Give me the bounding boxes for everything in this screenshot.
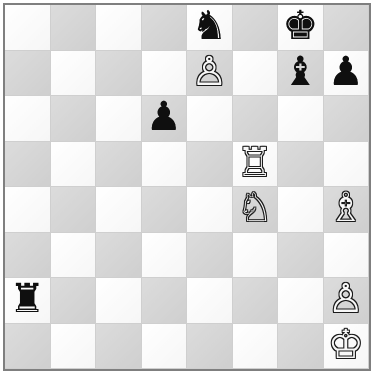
- square-f1[interactable]: [233, 324, 279, 370]
- square-b1[interactable]: [51, 324, 97, 370]
- square-b2[interactable]: [51, 278, 97, 324]
- square-c6[interactable]: [96, 96, 142, 142]
- square-h6[interactable]: [324, 96, 370, 142]
- square-f8[interactable]: [233, 5, 279, 51]
- square-b7[interactable]: [51, 51, 97, 97]
- square-a3[interactable]: [5, 233, 51, 279]
- square-g7[interactable]: ♝: [278, 51, 324, 97]
- square-e6[interactable]: [187, 96, 233, 142]
- square-g4[interactable]: [278, 187, 324, 233]
- square-f7[interactable]: [233, 51, 279, 97]
- square-f2[interactable]: [233, 278, 279, 324]
- black-king-icon[interactable]: ♚: [282, 6, 318, 46]
- square-b4[interactable]: [51, 187, 97, 233]
- square-g5[interactable]: [278, 142, 324, 188]
- square-d1[interactable]: [142, 324, 188, 370]
- square-a2[interactable]: ♜: [5, 278, 51, 324]
- square-h2[interactable]: ♙: [324, 278, 370, 324]
- square-a1[interactable]: [5, 324, 51, 370]
- square-c7[interactable]: [96, 51, 142, 97]
- square-b5[interactable]: [51, 142, 97, 188]
- square-e4[interactable]: [187, 187, 233, 233]
- square-b6[interactable]: [51, 96, 97, 142]
- square-h3[interactable]: [324, 233, 370, 279]
- square-a6[interactable]: [5, 96, 51, 142]
- white-pawn-icon[interactable]: ♙: [328, 279, 364, 319]
- square-d6[interactable]: ♟: [142, 96, 188, 142]
- white-bishop-icon[interactable]: ♗: [328, 188, 364, 228]
- square-e3[interactable]: [187, 233, 233, 279]
- square-c3[interactable]: [96, 233, 142, 279]
- square-c8[interactable]: [96, 5, 142, 51]
- square-g8[interactable]: ♚: [278, 5, 324, 51]
- square-a7[interactable]: [5, 51, 51, 97]
- chess-board[interactable]: ♞♚♙♝♟♟♖♘♗♜♙♔: [5, 5, 369, 369]
- square-c5[interactable]: [96, 142, 142, 188]
- square-g1[interactable]: [278, 324, 324, 370]
- square-d4[interactable]: [142, 187, 188, 233]
- square-a5[interactable]: [5, 142, 51, 188]
- square-h1[interactable]: ♔: [324, 324, 370, 370]
- black-pawn-icon[interactable]: ♟: [328, 52, 364, 92]
- square-g6[interactable]: [278, 96, 324, 142]
- square-a4[interactable]: [5, 187, 51, 233]
- square-d8[interactable]: [142, 5, 188, 51]
- white-king-icon[interactable]: ♔: [328, 325, 364, 365]
- square-a8[interactable]: [5, 5, 51, 51]
- square-b3[interactable]: [51, 233, 97, 279]
- white-pawn-icon[interactable]: ♙: [191, 52, 227, 92]
- square-e5[interactable]: [187, 142, 233, 188]
- black-rook-icon[interactable]: ♜: [9, 279, 45, 319]
- square-h8[interactable]: [324, 5, 370, 51]
- square-e8[interactable]: ♞: [187, 5, 233, 51]
- square-f5[interactable]: ♖: [233, 142, 279, 188]
- square-e1[interactable]: [187, 324, 233, 370]
- square-c2[interactable]: [96, 278, 142, 324]
- square-h5[interactable]: [324, 142, 370, 188]
- white-rook-icon[interactable]: ♖: [237, 143, 273, 183]
- square-c4[interactable]: [96, 187, 142, 233]
- square-e2[interactable]: [187, 278, 233, 324]
- square-d7[interactable]: [142, 51, 188, 97]
- black-pawn-icon[interactable]: ♟: [146, 97, 182, 137]
- white-knight-icon[interactable]: ♘: [237, 188, 273, 228]
- square-g2[interactable]: [278, 278, 324, 324]
- square-h4[interactable]: ♗: [324, 187, 370, 233]
- square-g3[interactable]: [278, 233, 324, 279]
- square-d3[interactable]: [142, 233, 188, 279]
- square-c1[interactable]: [96, 324, 142, 370]
- square-e7[interactable]: ♙: [187, 51, 233, 97]
- square-f4[interactable]: ♘: [233, 187, 279, 233]
- chess-board-frame: ♞♚♙♝♟♟♖♘♗♜♙♔: [3, 3, 371, 371]
- square-f3[interactable]: [233, 233, 279, 279]
- black-knight-icon[interactable]: ♞: [191, 6, 227, 46]
- square-d5[interactable]: [142, 142, 188, 188]
- square-d2[interactable]: [142, 278, 188, 324]
- square-b8[interactable]: [51, 5, 97, 51]
- square-f6[interactable]: [233, 96, 279, 142]
- black-bishop-icon[interactable]: ♝: [282, 52, 318, 92]
- square-h7[interactable]: ♟: [324, 51, 370, 97]
